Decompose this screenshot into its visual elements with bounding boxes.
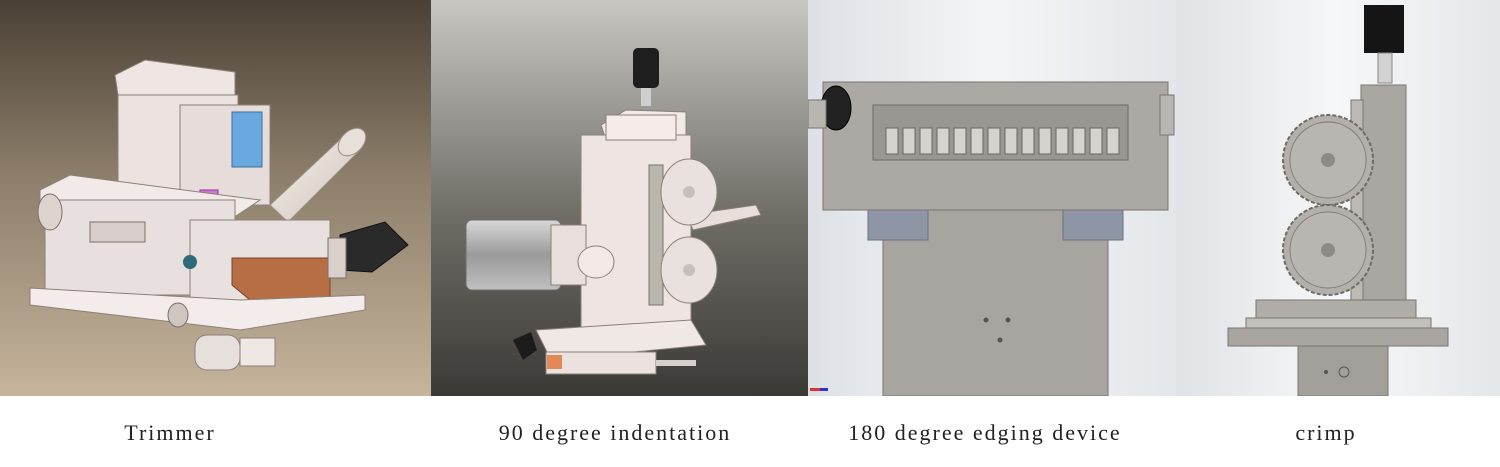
indentation-90-caption: 90 degree indentation xyxy=(498,420,732,445)
crimp-image xyxy=(1176,0,1500,396)
crimp-caption: crimp xyxy=(1295,420,1357,445)
edging-180-caption: 180 degree edging device xyxy=(848,420,1122,445)
trimmer-caption: Trimmer xyxy=(124,420,216,445)
trimmer-image xyxy=(0,0,431,396)
edging-180-image xyxy=(808,0,1176,396)
indentation-90-image xyxy=(431,0,808,396)
